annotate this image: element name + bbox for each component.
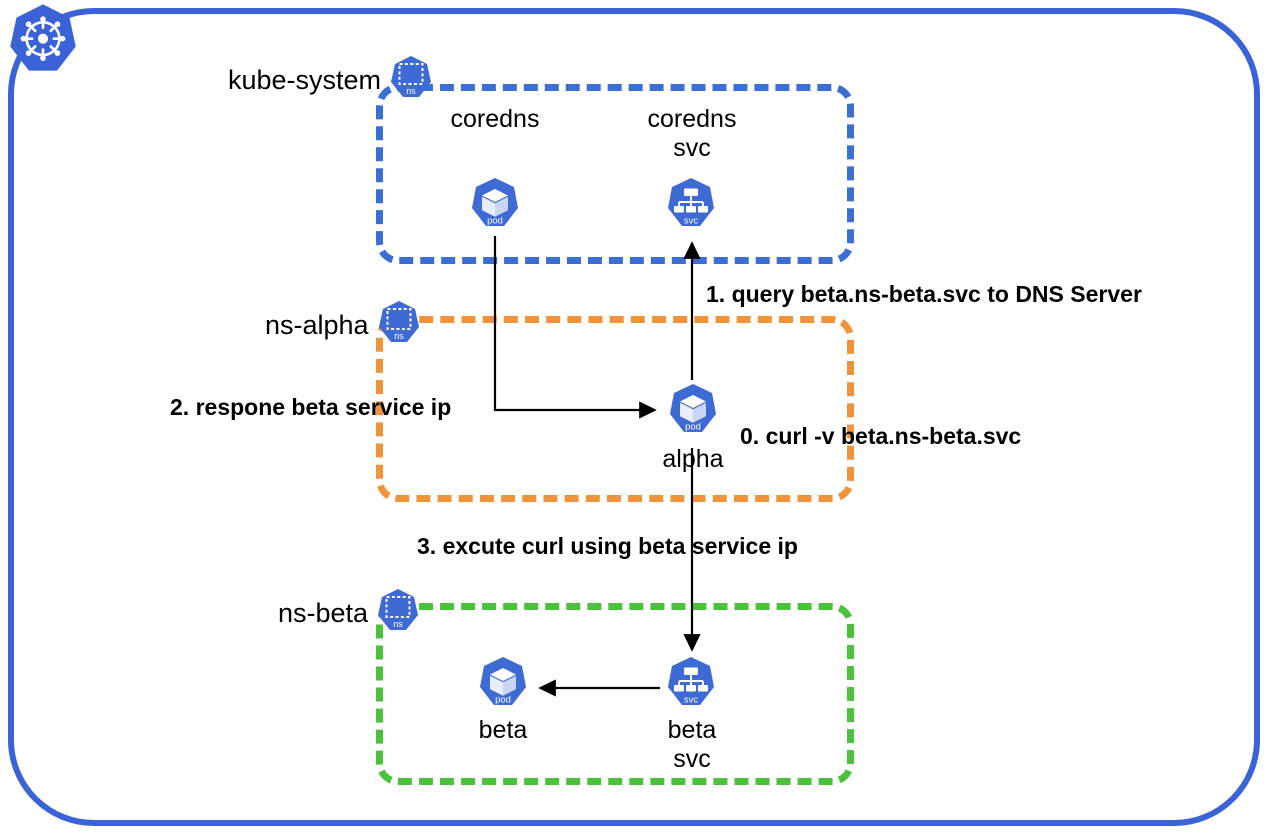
step-label-3: 3. excute curl using beta service ip	[417, 533, 798, 559]
svc-icon: svc	[662, 656, 720, 714]
node-beta-pod[interactable]: pod	[474, 656, 532, 714]
node-caption-coredns-pod: coredns	[450, 105, 540, 133]
namespace-header-ns-alpha: ns-alpha ns	[265, 299, 423, 351]
namespace-header-kube-system: kube-system ns	[228, 54, 435, 106]
node-coredns-pod[interactable]: pod	[466, 177, 524, 235]
node-caption-alpha-pod: alpha	[662, 445, 724, 473]
step-label-0: 0. curl -v beta.ns-beta.svc	[740, 423, 1022, 449]
node-alpha-pod[interactable]: pod	[664, 383, 722, 441]
svg-text:pod: pod	[685, 422, 701, 433]
ns-icon: ns	[375, 299, 423, 351]
ns-icon: ns	[387, 54, 435, 106]
node-coredns-svc[interactable]: svc	[662, 177, 720, 235]
node-caption-coredns-svc: coredns svc	[647, 105, 737, 162]
namespace-header-ns-beta: ns-beta ns	[278, 587, 422, 639]
namespace-label-kube-system: kube-system	[228, 64, 382, 95]
cluster-boundary	[8, 8, 1260, 826]
namespace-box-ns-beta	[376, 603, 854, 785]
kubernetes-logo-icon	[4, 2, 82, 80]
ns-icon: ns	[374, 587, 422, 639]
svg-text:ns: ns	[394, 331, 404, 341]
pod-icon: pod	[664, 383, 722, 441]
svg-text:svc: svc	[684, 695, 699, 706]
step-label-1: 1. query beta.ns-beta.svc to DNS Server	[706, 281, 1142, 307]
svg-text:pod: pod	[487, 216, 503, 227]
svg-text:ns: ns	[406, 86, 416, 96]
svg-text:pod: pod	[495, 695, 511, 706]
pod-icon: pod	[466, 177, 524, 235]
node-caption-beta-pod: beta	[478, 716, 528, 744]
namespace-label-ns-alpha: ns-alpha	[265, 309, 369, 340]
pod-icon: pod	[474, 656, 532, 714]
node-caption-beta-svc: beta svc	[667, 716, 717, 773]
namespace-label-ns-beta: ns-beta	[278, 597, 369, 628]
node-beta-svc[interactable]: svc	[662, 656, 720, 714]
svg-text:ns: ns	[393, 619, 403, 629]
svg-text:svc: svc	[684, 216, 699, 227]
svc-icon: svc	[662, 177, 720, 235]
step-label-2: 2. respone beta service ip	[170, 394, 452, 420]
